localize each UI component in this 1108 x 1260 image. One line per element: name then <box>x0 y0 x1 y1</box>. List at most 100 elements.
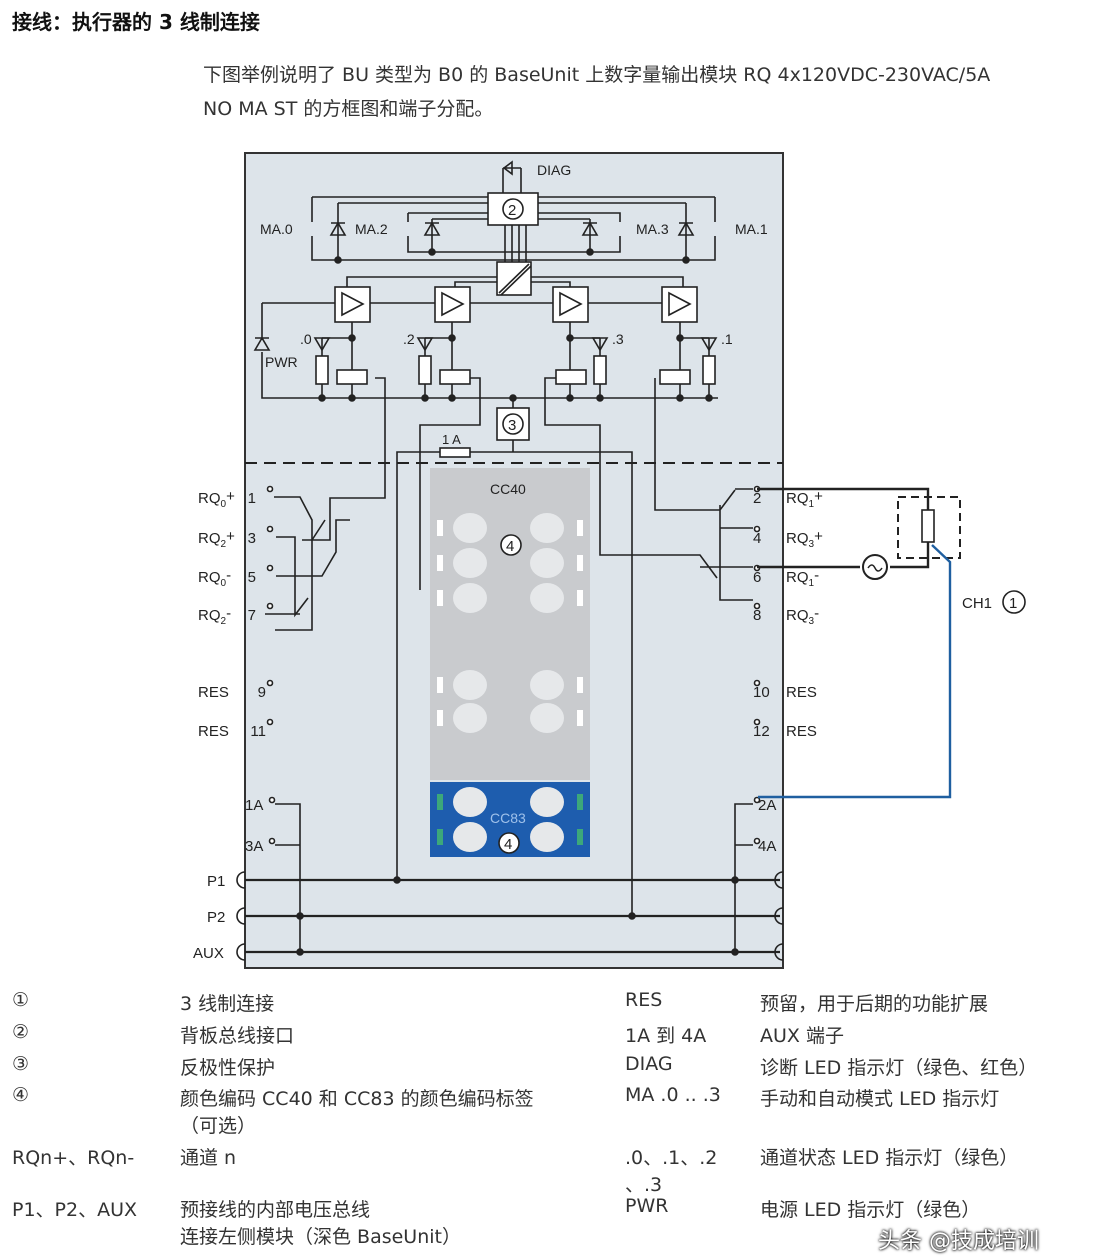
terminal-label: RES <box>198 723 229 740</box>
terminal-6[interactable]: 6 RQ1- <box>753 564 819 590</box>
junction <box>296 948 304 956</box>
terminal-number: 2 <box>753 490 761 507</box>
output-channel: .1 <box>659 322 733 402</box>
terminal-number: 6 <box>753 569 761 586</box>
terminal-label: RQ0- <box>198 567 231 589</box>
coding-slot <box>453 583 487 613</box>
slot-tab <box>437 520 443 536</box>
terminal-9[interactable]: 9 RES <box>198 679 274 702</box>
terminal-label: RES <box>198 684 229 701</box>
channel-led-label: .2 <box>403 331 415 347</box>
legend-key: ④ <box>12 1084 30 1106</box>
coding-slot <box>453 787 487 817</box>
legend-desc: 预留，用于后期的功能扩展 <box>760 993 989 1015</box>
slot-tab <box>437 794 443 810</box>
bus-p2: P2 <box>207 907 784 926</box>
ma-led-icon <box>423 221 441 256</box>
svg-text:2: 2 <box>508 202 516 219</box>
ch1-label: CH1 <box>962 595 992 612</box>
coding-slot <box>530 822 564 852</box>
fuse-label: 1 A <box>442 432 461 447</box>
legend-key: P1、P2、AUX <box>12 1199 138 1221</box>
slot-tab <box>577 710 583 726</box>
watermark: 头条 @技成培训 <box>878 1229 1039 1254</box>
svg-text:1: 1 <box>1009 595 1017 612</box>
section-title: 接线：执行器的 3 线制连接 <box>12 10 260 34</box>
legend-desc: 通道 n <box>180 1147 237 1169</box>
ma-led-icon <box>329 221 347 264</box>
amplifier-icon <box>334 286 371 323</box>
terminal-label: RES <box>786 684 817 701</box>
aux-terminal-left[interactable]: 1A <box>245 796 276 814</box>
ma-led-icon <box>677 221 695 264</box>
legend-key: ① <box>12 989 30 1011</box>
coding-slot <box>530 670 564 700</box>
legend-desc: 预接线的内部电压总线 <box>180 1199 371 1221</box>
coding-slot <box>453 670 487 700</box>
junction <box>628 912 636 920</box>
aux-terminal-right[interactable]: 4A <box>753 837 777 855</box>
junction <box>393 876 401 884</box>
callout-2 <box>502 198 524 220</box>
legend-key: MA .0 .. .3 <box>625 1084 721 1106</box>
terminal-number: 9 <box>258 684 266 701</box>
callout-4-upper: 4 <box>500 534 522 556</box>
legend-key: RES <box>625 989 663 1011</box>
slot-tab <box>437 555 443 571</box>
slot-tab <box>577 590 583 606</box>
bus-p1: P1 <box>207 871 784 890</box>
legend-desc: 背板总线接口 <box>180 1025 295 1047</box>
terminal-label: RQ1- <box>786 567 819 589</box>
legend-desc: 手动和自动模式 LED 指示灯 <box>760 1088 1000 1110</box>
terminal-label: RQ1+ <box>786 488 823 510</box>
channel-led-label: .0 <box>300 331 312 347</box>
coding-slot <box>453 513 487 543</box>
callout-1 <box>1002 590 1026 614</box>
legend-desc: （可选） <box>180 1115 257 1137</box>
legend-desc: AUX 端子 <box>760 1025 844 1047</box>
svg-text:4: 4 <box>504 836 512 853</box>
slot-tab <box>437 590 443 606</box>
legend-desc: 颜色编码 CC40 和 CC83 的颜色编码标签 <box>180 1088 534 1110</box>
pwr-label: PWR <box>265 354 298 370</box>
junction <box>731 876 739 884</box>
diag-label: DIAG <box>537 162 571 178</box>
coding-slot <box>453 703 487 733</box>
aux-terminal-right[interactable]: 2A <box>753 796 777 814</box>
terminal-label: RQ0+ <box>198 488 235 510</box>
legend-key: DIAG <box>625 1053 673 1075</box>
slot-tab <box>577 520 583 536</box>
output-channel: .2 <box>403 322 471 402</box>
svg-text:4A: 4A <box>758 838 776 855</box>
junction <box>296 912 304 920</box>
output-channel: .3 <box>555 322 624 402</box>
cc40-text: CC40 <box>490 481 526 497</box>
amplifier-icon <box>434 286 471 323</box>
cc40-label-strip <box>430 468 590 780</box>
intro-line-2: NO MA ST 的方框图和端子分配。 <box>203 98 494 120</box>
coding-slot <box>530 703 564 733</box>
terminal-5[interactable]: 5 RQ0- <box>198 564 274 590</box>
slot-tab <box>437 710 443 726</box>
channel-led-label: .3 <box>612 331 624 347</box>
aux-terminal-left[interactable]: 3A <box>245 837 276 855</box>
svg-text:P2: P2 <box>207 909 225 926</box>
terminal-2[interactable]: 2 RQ1+ <box>753 485 823 511</box>
coding-slot <box>530 583 564 613</box>
terminal-number: 5 <box>248 569 256 586</box>
svg-text:1A: 1A <box>245 797 263 814</box>
slot-tab <box>437 677 443 693</box>
slot-tab <box>577 555 583 571</box>
legend-key: 1A 到 4A <box>625 1025 707 1047</box>
terminal-number: 3 <box>248 530 256 547</box>
legend-desc: 连接左侧模块（深色 BaseUnit） <box>180 1226 461 1248</box>
